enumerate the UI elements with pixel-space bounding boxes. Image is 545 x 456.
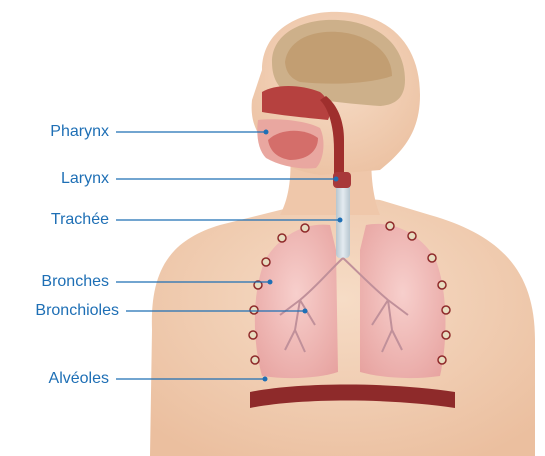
label-larynx: Larynx: [61, 170, 109, 188]
label-trachee: Trachée: [51, 211, 109, 229]
label-alveoles: Alvéoles: [49, 370, 109, 388]
label-pharynx: Pharynx: [50, 123, 109, 141]
trachea: [336, 178, 350, 258]
label-bronches: Bronches: [41, 273, 109, 291]
label-bronchioles: Bronchioles: [35, 302, 119, 320]
